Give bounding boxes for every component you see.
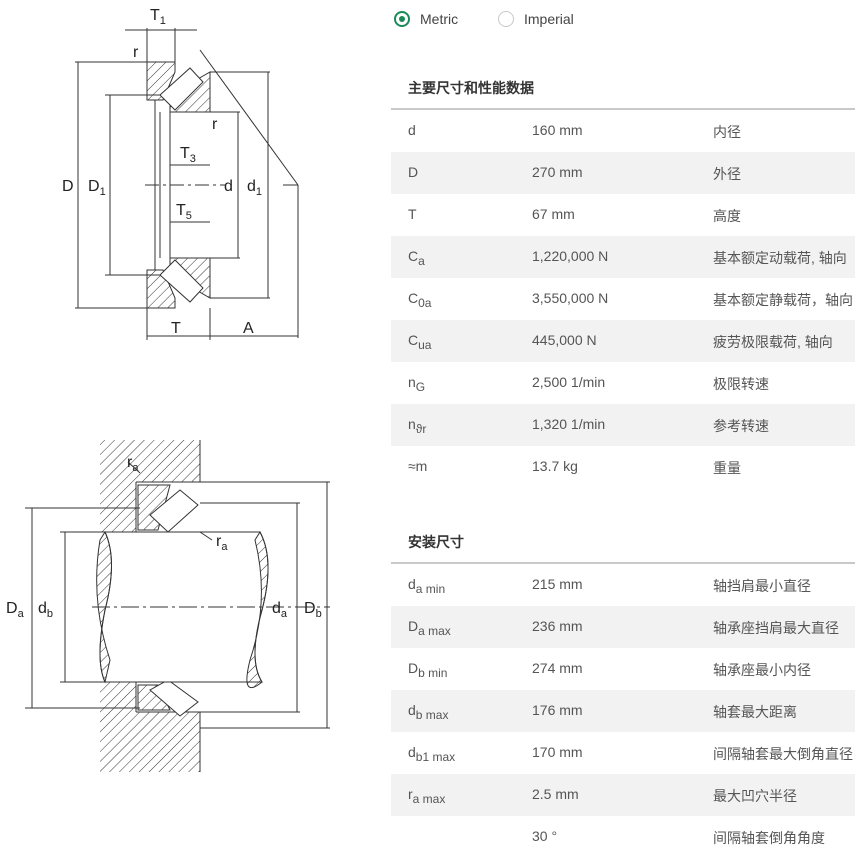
description-cell: 轴承座挡肩最大直径: [713, 620, 839, 636]
description-cell: 基本额定静载荷，轴向: [713, 292, 853, 308]
symbol-cell: Db min: [408, 660, 448, 680]
symbol-cell: Ca: [408, 248, 425, 268]
description-cell: 极限转速: [713, 376, 769, 392]
label-r-top: r: [133, 44, 139, 61]
value-cell: 170 mm: [532, 744, 583, 760]
radio-checked-icon: [394, 11, 410, 27]
table-row: Ca 1,220,000 N 基本额定动载荷, 轴向: [391, 236, 855, 278]
table-row: T 67 mm 高度: [391, 194, 855, 236]
value-cell: 1,320 1/min: [532, 416, 606, 432]
label-D1: D1: [88, 178, 106, 198]
mount-dims-title: 安装尺寸: [408, 534, 464, 550]
symbol-cell: D: [408, 164, 419, 180]
mount-dims-table: da min 215 mm 轴挡肩最小直径 Da max 236 mm 轴承座挡肩最大直径…: [391, 564, 855, 858]
value-cell: 30 °: [532, 828, 558, 844]
value-cell: 3,550,000 N: [532, 290, 609, 306]
table-row: db1 max 170 mm 间隔轴套最大倒角直径: [391, 732, 855, 774]
table-row: D 270 mm 外径: [391, 152, 855, 194]
symbol-cell: da min: [408, 576, 446, 596]
label-ra-top: ra: [127, 454, 139, 474]
radio-unchecked-icon: [498, 11, 514, 27]
table-row: nG 2,500 1/min 极限转速: [391, 362, 855, 404]
value-cell: 176 mm: [532, 702, 583, 718]
symbol-cell: db1 max: [408, 744, 456, 764]
table-row: nϑr 1,320 1/min 参考转速: [391, 404, 855, 446]
description-cell: 轴承座最小内径: [713, 662, 811, 678]
symbol-cell: nG: [408, 374, 426, 394]
description-cell: 最大凹穴半径: [713, 788, 797, 804]
table-row: ≈m 13.7 kg 重量: [391, 446, 855, 488]
symbol-cell: nϑr: [408, 416, 427, 436]
divider: [391, 562, 855, 564]
symbol-cell: C0a: [408, 290, 432, 310]
table-row: da min 215 mm 轴挡肩最小直径: [391, 564, 855, 606]
value-cell: 1,220,000 N: [532, 248, 609, 264]
symbol-cell: Cua: [408, 332, 432, 352]
symbol-cell: T: [408, 206, 417, 222]
description-cell: 轴套最大距离: [713, 704, 797, 720]
label-da: da: [272, 600, 288, 620]
table-row: Cua 445,000 N 疲劳极限载荷, 轴向: [391, 320, 855, 362]
label-Db: Db: [304, 600, 322, 620]
label-T3: T3: [180, 145, 196, 165]
table-row: Da max 236 mm 轴承座挡肩最大直径: [391, 606, 855, 648]
divider: [391, 108, 855, 110]
value-cell: 2.5 mm: [532, 786, 579, 802]
symbol-cell: ≈m: [408, 458, 428, 474]
value-cell: 274 mm: [532, 660, 583, 676]
value-cell: 236 mm: [532, 618, 583, 634]
label-Da: Da: [6, 600, 25, 620]
table-row: ra max 2.5 mm 最大凹穴半径: [391, 774, 855, 816]
imperial-radio[interactable]: Imperial: [498, 11, 574, 27]
main-dims-table: d 160 mm 内径 D 270 mm 外径 T 67 mm 高度 Ca 1,220,000 N 基…: [391, 110, 855, 488]
value-cell: 160 mm: [532, 122, 583, 138]
label-D: D: [62, 178, 74, 195]
symbol-cell: ra max: [408, 786, 446, 806]
unit-toggle: Metric Imperial: [391, 8, 691, 34]
metric-radio[interactable]: Metric: [394, 11, 458, 27]
label-db: db: [38, 600, 53, 620]
table-row: 30 ° 间隔轴套倒角角度: [391, 816, 855, 858]
description-cell: 高度: [713, 208, 741, 224]
description-cell: 间隔轴套倒角角度: [713, 830, 825, 846]
value-cell: 445,000 N: [532, 332, 597, 348]
value-cell: 13.7 kg: [532, 458, 578, 474]
value-cell: 67 mm: [532, 206, 575, 222]
label-T5: T5: [176, 202, 192, 222]
table-row: Db min 274 mm 轴承座最小内径: [391, 648, 855, 690]
label-A: A: [243, 320, 254, 337]
table-row: C0a 3,550,000 N 基本额定静载荷，轴向: [391, 278, 855, 320]
imperial-label: Imperial: [524, 11, 574, 27]
value-cell: 270 mm: [532, 164, 583, 180]
description-cell: 重量: [713, 460, 741, 476]
bearing-section-diagram: [75, 28, 299, 340]
description-cell: 间隔轴套最大倒角直径: [713, 746, 853, 762]
label-r-mid: r: [212, 116, 218, 133]
description-cell: 参考转速: [713, 418, 769, 434]
metric-label: Metric: [420, 11, 459, 27]
value-cell: 215 mm: [532, 576, 583, 592]
main-dims-title: 主要尺寸和性能数据: [408, 80, 534, 96]
bearing-drawings: T1 r r D D1 T3 T5 d d1 T A: [6, 7, 330, 772]
symbol-cell: db max: [408, 702, 449, 722]
label-T: T: [171, 320, 181, 337]
description-cell: 疲劳极限载荷, 轴向: [713, 334, 833, 350]
symbol-cell: Da max: [408, 618, 451, 638]
label-T1: T1: [150, 7, 166, 27]
table-row: db max 176 mm 轴套最大距离: [391, 690, 855, 732]
description-cell: 外径: [713, 166, 741, 182]
value-cell: 2,500 1/min: [532, 374, 606, 390]
label-ra-mid: ra: [216, 533, 228, 553]
table-row: d 160 mm 内径: [391, 110, 855, 152]
mounting-diagram: [25, 440, 330, 772]
description-cell: 轴挡肩最小直径: [713, 578, 811, 594]
symbol-cell: d: [408, 122, 416, 138]
description-cell: 基本额定动载荷, 轴向: [713, 250, 847, 266]
label-d1: d1: [247, 178, 262, 198]
label-d: d: [224, 178, 233, 195]
description-cell: 内径: [713, 124, 741, 140]
